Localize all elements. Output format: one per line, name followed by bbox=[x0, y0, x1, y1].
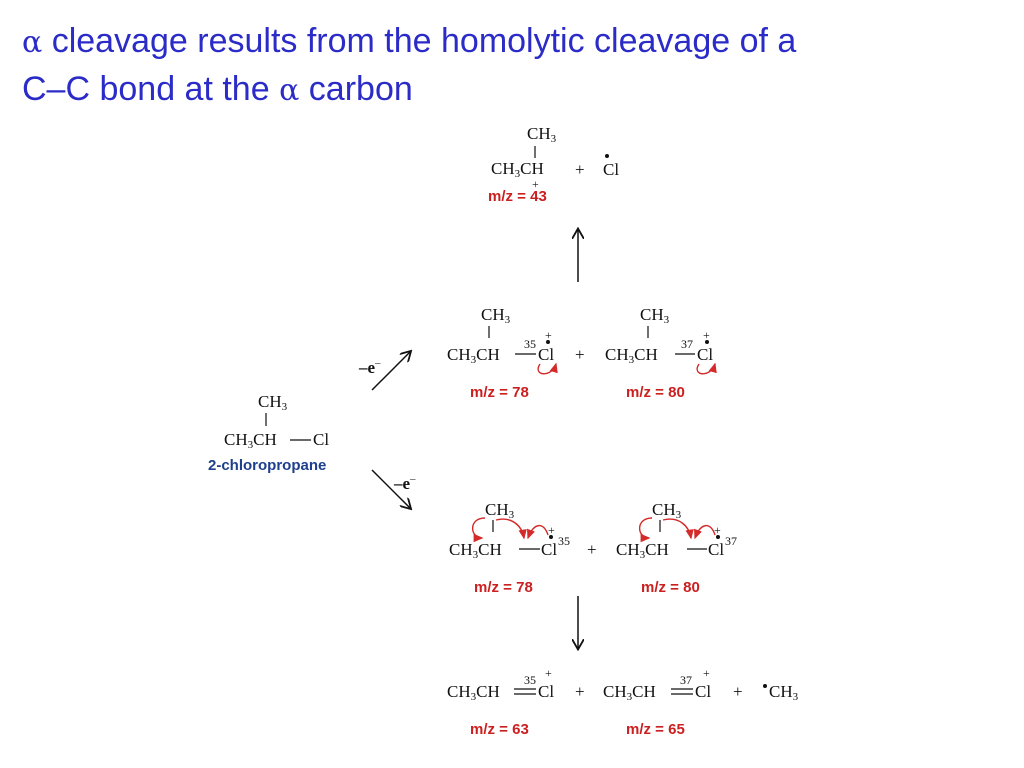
top-cation-charge: + bbox=[532, 177, 539, 191]
slide-title: α cleavage results from the homolytic cl… bbox=[22, 18, 1002, 114]
title-line2-text: C–C bond at the bbox=[22, 70, 270, 108]
plus-sign-final-1: + bbox=[575, 682, 585, 701]
mz-80-label-b: m/z = 80 bbox=[641, 579, 700, 596]
methyl-radical-dot bbox=[763, 684, 767, 688]
electron-loss-up: –e– bbox=[359, 357, 381, 378]
final-a-charge: + bbox=[545, 666, 552, 680]
ion-c-chain: CH3CH bbox=[449, 540, 502, 561]
title-line1-text: cleavage results from the homolytic clea… bbox=[51, 22, 797, 60]
ion-c-ch3: CH3 bbox=[485, 500, 515, 521]
curved-arrow-ion-d-3 bbox=[694, 524, 716, 540]
final-a-isotope: 35 bbox=[524, 673, 536, 687]
curved-arrow-ion-c-2 bbox=[495, 518, 527, 540]
mz-65-label: m/z = 65 bbox=[626, 721, 685, 738]
ion-a-cl: Cl bbox=[538, 345, 555, 364]
final-a-cl: Cl bbox=[538, 682, 555, 701]
plus-sign-middle: + bbox=[575, 345, 585, 364]
curved-arrow-ion-d-2 bbox=[662, 518, 694, 540]
mz-80-label-a: m/z = 80 bbox=[626, 384, 685, 401]
electron-loss-down: –e– bbox=[394, 473, 416, 494]
ion-c-radical-dot bbox=[549, 535, 553, 539]
alpha-symbol: α bbox=[22, 25, 43, 60]
ion-b-ch3: CH3 bbox=[640, 305, 670, 326]
ion-c-cl: Cl bbox=[541, 540, 558, 559]
ion-d-radical-dot bbox=[716, 535, 720, 539]
radical-dot bbox=[605, 154, 609, 158]
ion-c-charge: + bbox=[548, 523, 555, 537]
ion-d-ch3: CH3 bbox=[652, 500, 682, 521]
curved-arrow-ion-c-1 bbox=[471, 517, 486, 543]
ion-a-chain: CH3CH bbox=[447, 345, 500, 366]
ion-a-charge: + bbox=[545, 328, 552, 342]
final-b-cl: Cl bbox=[695, 682, 712, 701]
curved-arrow-ion-a bbox=[537, 362, 558, 375]
start-cl: Cl bbox=[313, 430, 330, 449]
ion-d-charge: + bbox=[714, 523, 721, 537]
start-ch3: CH3 bbox=[258, 392, 288, 413]
final-b-chain: CH3CH bbox=[603, 682, 656, 703]
mz-43-label: m/z = 43 bbox=[488, 188, 547, 205]
ion-a-ch3: CH3 bbox=[481, 305, 511, 326]
final-a-chain: CH3CH bbox=[447, 682, 500, 703]
ion-b-radical-dot bbox=[705, 340, 709, 344]
mz-78-label-b: m/z = 78 bbox=[474, 579, 533, 596]
plus-sign-lower: + bbox=[587, 540, 597, 559]
title-line2-end: carbon bbox=[308, 70, 413, 108]
curved-arrow-ion-c-3 bbox=[527, 524, 549, 540]
methyl-radical: CH3 bbox=[769, 682, 799, 703]
ion-a-isotope: 35 bbox=[524, 337, 536, 351]
arrow-diag-down bbox=[371, 469, 410, 508]
mz-63-label: m/z = 63 bbox=[470, 721, 529, 738]
top-isopropyl: CH3CH bbox=[491, 159, 544, 180]
chlorine-radical: Cl bbox=[603, 160, 620, 179]
start-chain: CH3CH bbox=[224, 430, 277, 451]
top-ch3: CH3 bbox=[527, 124, 557, 145]
arrow-diag-up bbox=[371, 352, 410, 391]
compound-name: 2-chloropropane bbox=[208, 457, 327, 474]
ion-b-charge: + bbox=[703, 328, 710, 342]
plus-sign-final-2: + bbox=[733, 682, 743, 701]
ion-b-isotope: 37 bbox=[681, 337, 693, 351]
final-b-isotope: 37 bbox=[680, 673, 692, 687]
mz-78-label-a: m/z = 78 bbox=[470, 384, 529, 401]
ion-d-isotope: 37 bbox=[725, 534, 737, 548]
ion-d-chain: CH3CH bbox=[616, 540, 669, 561]
ion-d-cl: Cl bbox=[708, 540, 725, 559]
ion-a-radical-dot bbox=[546, 340, 550, 344]
ion-b-chain: CH3CH bbox=[605, 345, 658, 366]
final-b-charge: + bbox=[703, 666, 710, 680]
ion-b-cl: Cl bbox=[697, 345, 714, 364]
plus-sign-top: + bbox=[575, 160, 585, 179]
curved-arrow-ion-d-1 bbox=[638, 517, 653, 543]
ion-c-isotope: 35 bbox=[558, 534, 570, 548]
curved-arrow-ion-b bbox=[696, 362, 717, 375]
alpha-symbol-2: α bbox=[279, 73, 300, 108]
